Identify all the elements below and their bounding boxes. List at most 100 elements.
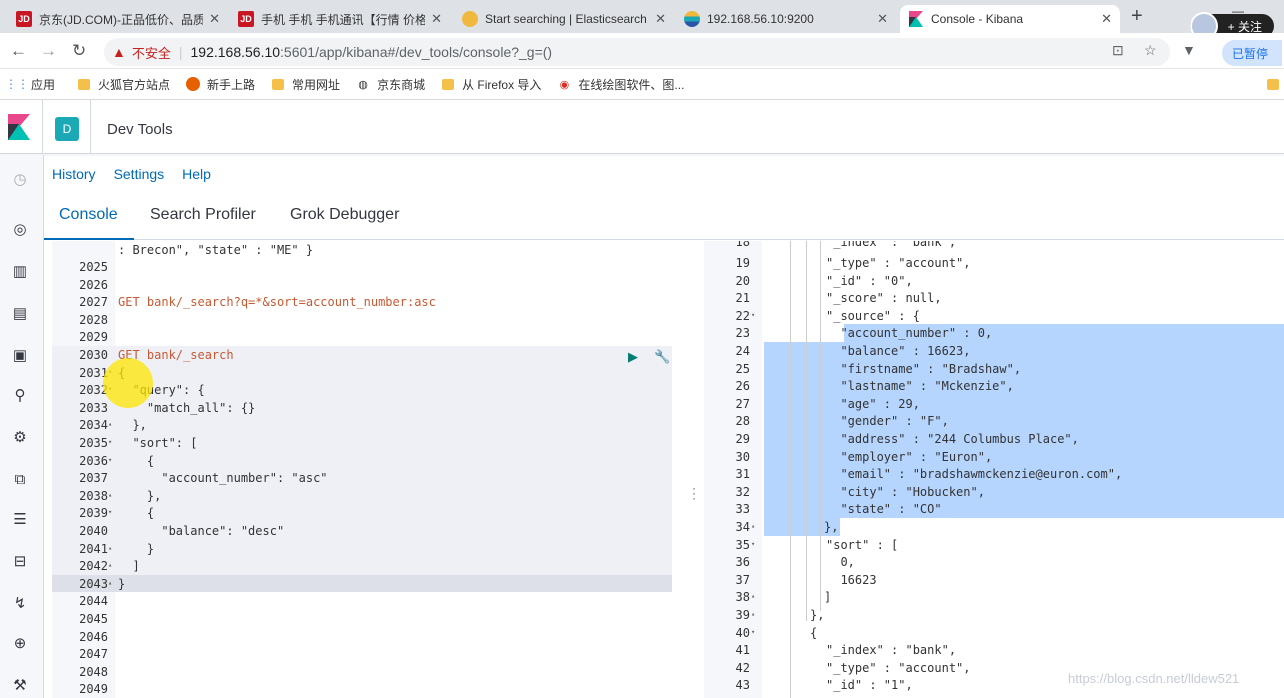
browser-tab[interactable]: JD 手机 手机 手机通讯【行情 价格 ✕ [230,5,450,33]
tab-title: 京东(JD.COM)-正品低价、品质 [39,12,204,27]
fold-icon[interactable]: ▾ [108,438,113,446]
play-icon[interactable]: ▶ [628,349,638,364]
close-icon[interactable]: ✕ [877,11,888,26]
fold-icon[interactable]: ▴ [751,610,756,618]
bookmark-apps[interactable]: ⋮⋮ 应用 [5,76,55,93]
star-icon[interactable]: ☆ [1144,42,1157,58]
fold-icon[interactable]: ▴ [108,561,113,570]
dashboard-icon[interactable]: ▤ [12,305,28,322]
logs-icon[interactable]: ☰ [13,511,27,528]
fold-icon[interactable]: ▾ [751,310,756,319]
bookmark-item[interactable]: 从 Firefox 导入 [441,76,541,93]
pane-splitter[interactable] [686,241,704,698]
help-link[interactable]: Help [182,166,211,182]
line-number: 2049 [79,682,108,697]
recent-icon[interactable]: ◷ [13,171,27,188]
app-title: Dev Tools [107,121,173,138]
translate-icon[interactable]: ⊡ [1112,42,1124,58]
fold-icon[interactable]: ▾ [108,508,113,517]
url-field[interactable]: ▲ 不安全 | 192.168.56.10 :5601/app/kibana#/… [104,38,1170,66]
profile-paused-button[interactable]: 已暂停 [1222,40,1282,66]
line-number: 36 [735,555,750,570]
maps-icon[interactable]: ⚲ [14,387,26,404]
tab-grok-debugger[interactable]: Grok Debugger [290,206,400,223]
extension-icon[interactable]: ▼ [1182,42,1196,58]
bookmark-item[interactable]: 其 [1266,76,1284,93]
reload-icon[interactable]: ↻ [72,41,87,60]
infrastructure-icon[interactable]: ⧉ [14,471,26,488]
bookmark-label: 新手上路 [207,77,256,92]
jd-icon: JD [238,11,254,27]
close-icon[interactable]: ✕ [1101,11,1112,26]
fold-icon[interactable]: ▾ [751,627,756,636]
uptime-icon[interactable]: ↯ [13,595,27,612]
devtools-tabs: Console Search Profiler Grok Debugger [44,198,1284,240]
ml-icon[interactable]: ⚙ [13,429,27,446]
close-icon[interactable]: ✕ [655,11,666,26]
back-icon[interactable]: ← [10,41,27,60]
bookmark-item[interactable]: 新手上路 [186,76,255,93]
line-number: 2034 [79,418,108,433]
bookmark-item[interactable]: ◉ 在线绘图软件、图... [557,76,685,93]
minimize-icon[interactable]: — [1232,4,1244,18]
fold-icon[interactable]: ▴ [108,543,113,552]
browser-tab[interactable]: 192.168.56.10:9200 ✕ [676,5,896,33]
selection-highlight [764,447,1284,466]
fold-icon[interactable]: ▾ [108,455,113,464]
security-icon[interactable]: ⊕ [13,635,27,652]
code-text: : Brecon", "state" : "ME" } [118,243,314,257]
code-text: "balance": "desc" [118,524,285,538]
code-text: "employer" : "Euron", [826,449,993,464]
fold-icon[interactable]: ▴ [108,490,113,499]
apm-icon[interactable]: ⊟ [13,553,27,570]
tab-search-profiler[interactable]: Search Profiler [150,206,256,223]
output-line: 41"_index" : "bank", [704,641,1284,659]
browser-tab[interactable]: JD 京东(JD.COM)-正品低价、品质 ✕ [8,5,228,33]
line-number: 2037 [79,471,108,486]
tab-console[interactable]: Console [59,206,118,223]
fold-icon[interactable]: ▾ [751,539,756,548]
close-icon[interactable]: ✕ [431,11,442,26]
response-output[interactable]: 18 "_index" : "bank", 19"_type" : "accou… [704,241,1284,698]
close-icon[interactable]: ✕ [209,11,220,26]
browser-tab-active[interactable]: Console - Kibana ✕ [900,5,1120,33]
editor-line: 2036▾ { [52,451,672,470]
browser-tab[interactable]: Start searching | Elasticsearch ✕ [454,5,674,33]
space-letter: D [62,122,72,136]
dev-tools-icon[interactable]: ⚒ [13,677,27,694]
fold-icon[interactable]: ▴ [108,420,113,429]
wrench-icon[interactable]: 🔧 [654,349,671,364]
security-label[interactable]: 不安全 [131,45,171,61]
line-number: 2047 [79,647,108,662]
discover-icon[interactable]: ◎ [13,221,27,238]
visualize-icon[interactable]: ▥ [12,263,28,280]
forward-icon[interactable]: → [40,41,57,60]
code-text: "match_all": {} [118,400,256,415]
drag-handle-icon[interactable]: ··· [692,481,696,505]
canvas-icon[interactable]: ▣ [12,347,28,364]
fold-icon[interactable]: ▴ [751,592,756,601]
bookmark-item[interactable]: 常用网址 [271,76,340,93]
history-link[interactable]: History [52,166,96,182]
bookmark-item[interactable]: 火狐官方站点 [77,76,170,93]
space-avatar[interactable]: D [55,117,79,141]
fold-icon[interactable]: ▴ [108,578,113,587]
browser-tab-bar: JD 京东(JD.COM)-正品低价、品质 ✕ JD 手机 手机 手机通讯【行情… [0,0,1284,33]
output-line: 24 "balance" : 16623, [704,342,1284,360]
output-line: 19"_type" : "account", [704,254,1284,272]
line-number: 33 [735,502,750,517]
line-number: 35 [735,537,750,552]
code-text: "_type" : "account", [826,256,971,270]
output-line: 40▾{ [704,624,1284,642]
bookmark-item[interactable]: ◍ 京东商城 [356,76,425,93]
output-line: 26 "lastname" : "Mckenzie", [704,377,1284,395]
editor-line: 2034▴ }, [52,416,672,434]
fold-icon[interactable]: ▴ [751,522,756,530]
settings-link[interactable]: Settings [113,166,165,182]
output-gutter [704,241,762,698]
new-tab-icon[interactable]: + [1131,5,1143,27]
line-number: 20 [735,273,750,288]
kibana-logo-icon[interactable] [8,114,32,140]
